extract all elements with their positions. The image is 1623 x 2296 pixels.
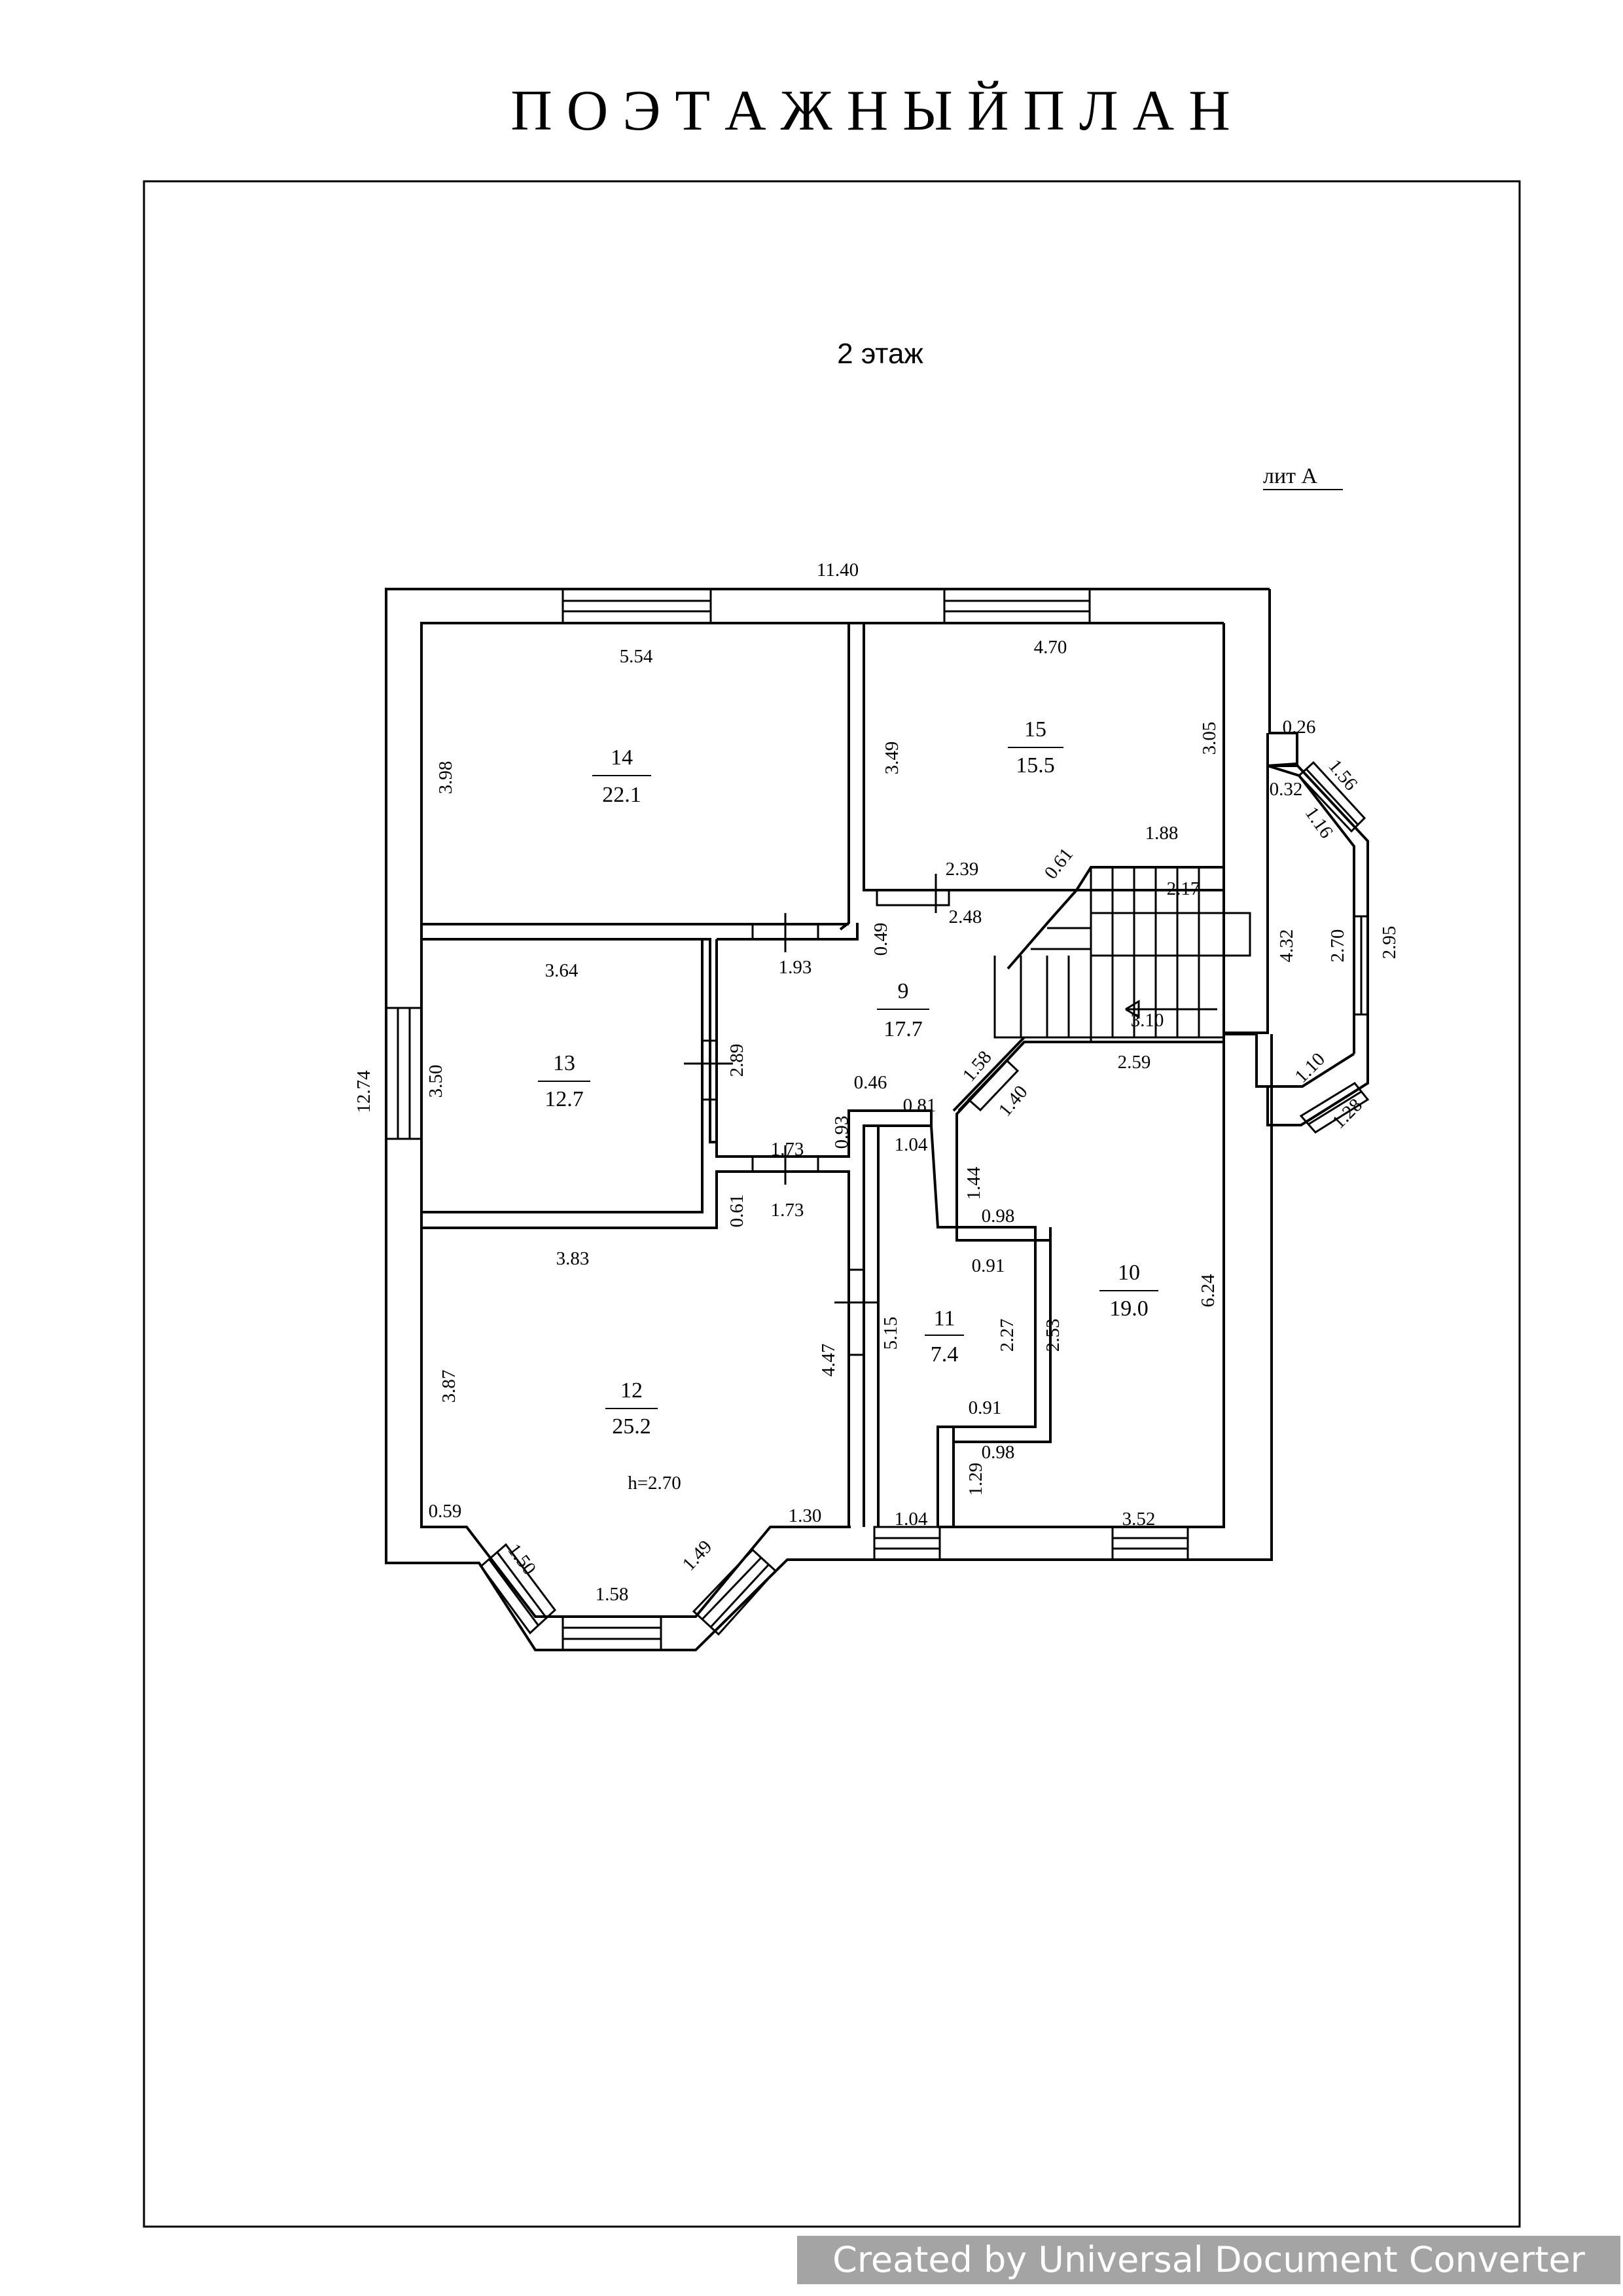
svg-text:3.50: 3.50: [425, 1065, 446, 1098]
svg-text:5.54: 5.54: [620, 646, 653, 667]
room-15: 15 15.5: [1008, 717, 1063, 778]
svg-text:0.46: 0.46: [854, 1072, 887, 1093]
doors: [684, 874, 1020, 1356]
ceiling-height: h=2.70: [628, 1473, 681, 1494]
svg-text:1.44: 1.44: [963, 1166, 984, 1200]
svg-text:1.10: 1.10: [1291, 1049, 1329, 1087]
svg-text:15: 15: [1024, 717, 1046, 742]
liter-label: лит А: [1263, 464, 1318, 488]
room-14: 14 22.1: [592, 745, 651, 807]
svg-text:2.70: 2.70: [1327, 929, 1348, 963]
walls: [385, 588, 1369, 1651]
svg-text:11.40: 11.40: [817, 560, 859, 581]
svg-text:10: 10: [1118, 1261, 1140, 1285]
svg-text:12: 12: [620, 1378, 643, 1403]
svg-text:14: 14: [611, 745, 633, 770]
svg-text:13: 13: [553, 1051, 575, 1075]
svg-text:9: 9: [898, 979, 909, 1003]
svg-text:6.24: 6.24: [1198, 1274, 1219, 1307]
svg-text:4.47: 4.47: [818, 1344, 839, 1377]
svg-text:1.58: 1.58: [596, 1584, 629, 1605]
svg-text:1.40: 1.40: [995, 1081, 1032, 1120]
svg-text:0.59: 0.59: [429, 1501, 462, 1522]
svg-text:1.73: 1.73: [771, 1200, 804, 1221]
svg-text:1.04: 1.04: [895, 1509, 928, 1530]
svg-text:2.59: 2.59: [1118, 1052, 1151, 1073]
svg-text:11: 11: [934, 1306, 955, 1331]
svg-text:4.32: 4.32: [1276, 929, 1297, 963]
svg-text:0.49: 0.49: [870, 923, 891, 956]
svg-text:2.89: 2.89: [726, 1044, 747, 1077]
room-labels: 14 22.1 15 15.5 9 17.7 13 12.7 12 25.2 h…: [538, 717, 1158, 1494]
svg-text:0.98: 0.98: [982, 1442, 1015, 1463]
svg-text:0.81: 0.81: [903, 1095, 936, 1116]
svg-text:1.30: 1.30: [789, 1505, 822, 1526]
svg-text:3.83: 3.83: [556, 1248, 590, 1269]
svg-text:5.15: 5.15: [880, 1317, 901, 1350]
svg-text:1.93: 1.93: [779, 957, 812, 978]
svg-text:3.10: 3.10: [1131, 1010, 1164, 1031]
staircase: [993, 867, 1251, 1041]
svg-text:1.50: 1.50: [503, 1540, 540, 1579]
room-12: 12 25.2 h=2.70: [605, 1378, 681, 1494]
svg-text:1.29: 1.29: [965, 1463, 986, 1496]
svg-text:0.32: 0.32: [1270, 779, 1303, 800]
floor-label: 2 этаж: [837, 338, 923, 370]
svg-text:1.49: 1.49: [678, 1536, 716, 1575]
plan-title: П О Э Т А Ж Н Ы Й П Л А Н: [510, 79, 1230, 143]
svg-text:15.5: 15.5: [1016, 753, 1055, 778]
svg-text:22.1: 22.1: [602, 783, 641, 807]
svg-text:3.05: 3.05: [1199, 722, 1220, 755]
svg-text:1.04: 1.04: [895, 1134, 928, 1155]
svg-text:3.64: 3.64: [545, 960, 579, 981]
svg-text:17.7: 17.7: [883, 1017, 923, 1041]
svg-text:12.74: 12.74: [353, 1070, 374, 1113]
svg-text:0.98: 0.98: [982, 1206, 1015, 1227]
svg-text:0.91: 0.91: [969, 1397, 1002, 1418]
dimension-labels: 11.40 5.54 4.70 3.98 3.49 3.05 0.26 1.56…: [353, 560, 1400, 1605]
svg-text:1.73: 1.73: [771, 1139, 804, 1160]
svg-text:0.61: 0.61: [726, 1194, 747, 1228]
svg-text:25.2: 25.2: [612, 1414, 651, 1439]
svg-text:4.70: 4.70: [1034, 637, 1067, 658]
sheet-frame: [143, 180, 1521, 2228]
svg-text:0.91: 0.91: [972, 1255, 1005, 1276]
svg-text:2.53: 2.53: [1043, 1319, 1063, 1352]
svg-text:3.87: 3.87: [438, 1370, 459, 1403]
room-9: 9 17.7: [877, 979, 929, 1041]
svg-text:2.17: 2.17: [1167, 878, 1200, 899]
svg-text:3.98: 3.98: [435, 761, 456, 795]
svg-text:1.28: 1.28: [1328, 1094, 1366, 1133]
svg-text:0.26: 0.26: [1283, 717, 1316, 738]
svg-text:2.39: 2.39: [946, 859, 979, 880]
windows: [385, 588, 1370, 1651]
svg-text:2.95: 2.95: [1379, 926, 1400, 960]
svg-text:7.4: 7.4: [931, 1342, 959, 1367]
svg-text:0.61: 0.61: [1041, 844, 1077, 884]
svg-text:2.27: 2.27: [997, 1319, 1018, 1352]
svg-text:3.52: 3.52: [1122, 1509, 1156, 1530]
room-13: 13 12.7: [538, 1051, 590, 1111]
svg-text:2.48: 2.48: [949, 906, 982, 927]
room-11: 11 7.4: [925, 1306, 964, 1367]
room-10: 10 19.0: [1099, 1261, 1158, 1321]
svg-text:19.0: 19.0: [1109, 1297, 1149, 1321]
svg-text:1.56: 1.56: [1324, 755, 1361, 794]
svg-text:0.93: 0.93: [831, 1116, 852, 1149]
converter-watermark: Created by Universal Document Converter: [797, 2236, 1620, 2284]
svg-text:3.49: 3.49: [882, 742, 902, 775]
svg-text:12.7: 12.7: [544, 1087, 584, 1111]
svg-text:1.88: 1.88: [1145, 823, 1179, 844]
